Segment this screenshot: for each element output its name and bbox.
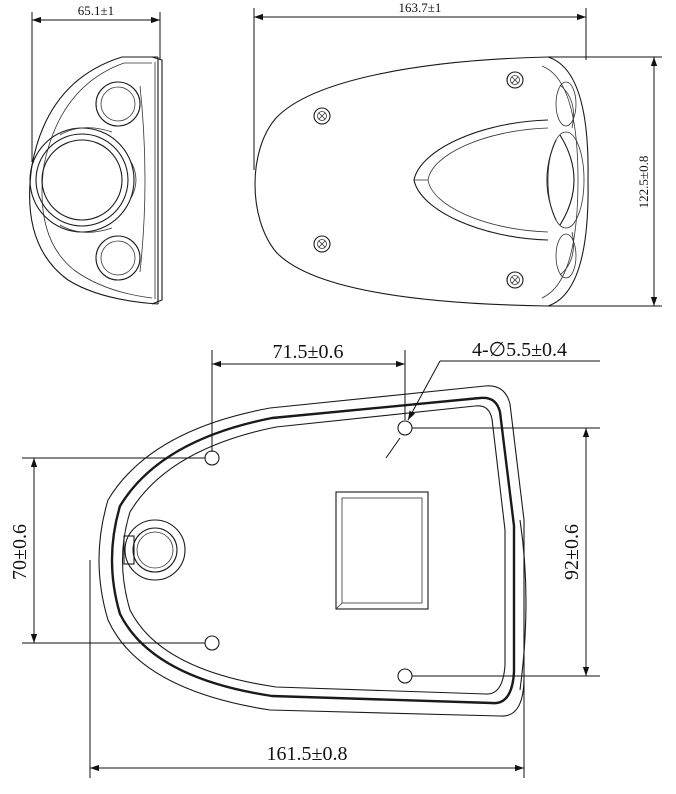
dim-label-hole-spacing-x: 71.5±0.6: [273, 341, 344, 363]
dim-label-hole-spacing-y-left: 70±0.6: [9, 524, 31, 580]
top-view: [254, 56, 589, 307]
dimension-top-length: 163.7±1: [253, 0, 587, 170]
screw-icon: [313, 107, 331, 125]
dim-label-base-length: 161.5±0.8: [267, 743, 348, 765]
dim-label-side-width: 65.1±1: [78, 3, 114, 18]
screw-icon: [506, 71, 524, 89]
mounting-hole: [397, 420, 413, 436]
mounting-hole: [204, 450, 220, 466]
dim-label-top-length: 163.7±1: [399, 0, 442, 15]
dimension-hole-spacing-y-right: 92±0.6: [412, 427, 600, 677]
dimension-hole-callout: 4-∅5.5±0.4: [385, 339, 600, 459]
dimension-hole-spacing-y-left: 70±0.6: [9, 457, 205, 644]
side-view: [29, 56, 163, 305]
dimension-side-width: 65.1±1: [31, 3, 161, 162]
screw-icon: [313, 235, 331, 253]
mounting-hole: [397, 668, 413, 684]
dimension-hole-spacing-x: 71.5±0.6: [211, 341, 406, 452]
dim-label-hole-spacing-y-right: 92±0.6: [561, 524, 583, 580]
mounting-hole: [204, 635, 220, 651]
bottom-view: [98, 385, 527, 717]
dim-label-hole-callout: 4-∅5.5±0.4: [472, 339, 567, 361]
dimension-top-height: 122.5±0.8: [548, 56, 662, 307]
screw-icon: [506, 271, 524, 289]
dimension-base-length: 161.5±0.8: [89, 560, 525, 778]
dim-label-top-height: 122.5±0.8: [636, 156, 651, 209]
